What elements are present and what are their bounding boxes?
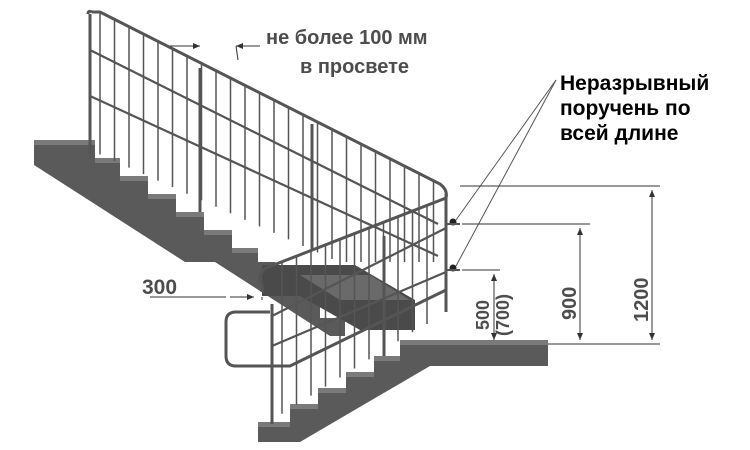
handrail-label-line2: поручень по [560, 97, 691, 120]
lower-balusters [281, 205, 428, 414]
dim-700-label: (700) [493, 294, 513, 336]
dim-300-lines [150, 294, 263, 300]
upper-balusters [99, 12, 435, 262]
lower-railing [224, 194, 448, 424]
dim-300-label: 300 [142, 276, 177, 299]
handrail-label-line3: всей длине [560, 122, 678, 145]
dim-1200-label: 1200 [631, 278, 653, 323]
dim-900-label: 900 [559, 287, 581, 320]
gap-dimension [170, 43, 260, 61]
handrail-brackets [446, 218, 460, 272]
lower-stair-treads [258, 340, 548, 427]
upper-stair-body [34, 140, 345, 336]
gap-label-line1: не более 100 мм [266, 27, 428, 49]
gap-label-line2: в просвете [300, 56, 409, 78]
upper-stair-treads [34, 140, 258, 253]
dim-500-label: 500 [473, 300, 493, 330]
handrail-callout-lines [455, 79, 557, 267]
vertical-dimensions [460, 185, 660, 345]
lower-stair-body [258, 340, 548, 442]
lower-stair-flight [258, 340, 548, 442]
handrail-label-line1: Неразрывный [560, 72, 709, 95]
upper-railing [86, 9, 448, 257]
upper-stair-flight [34, 140, 345, 336]
